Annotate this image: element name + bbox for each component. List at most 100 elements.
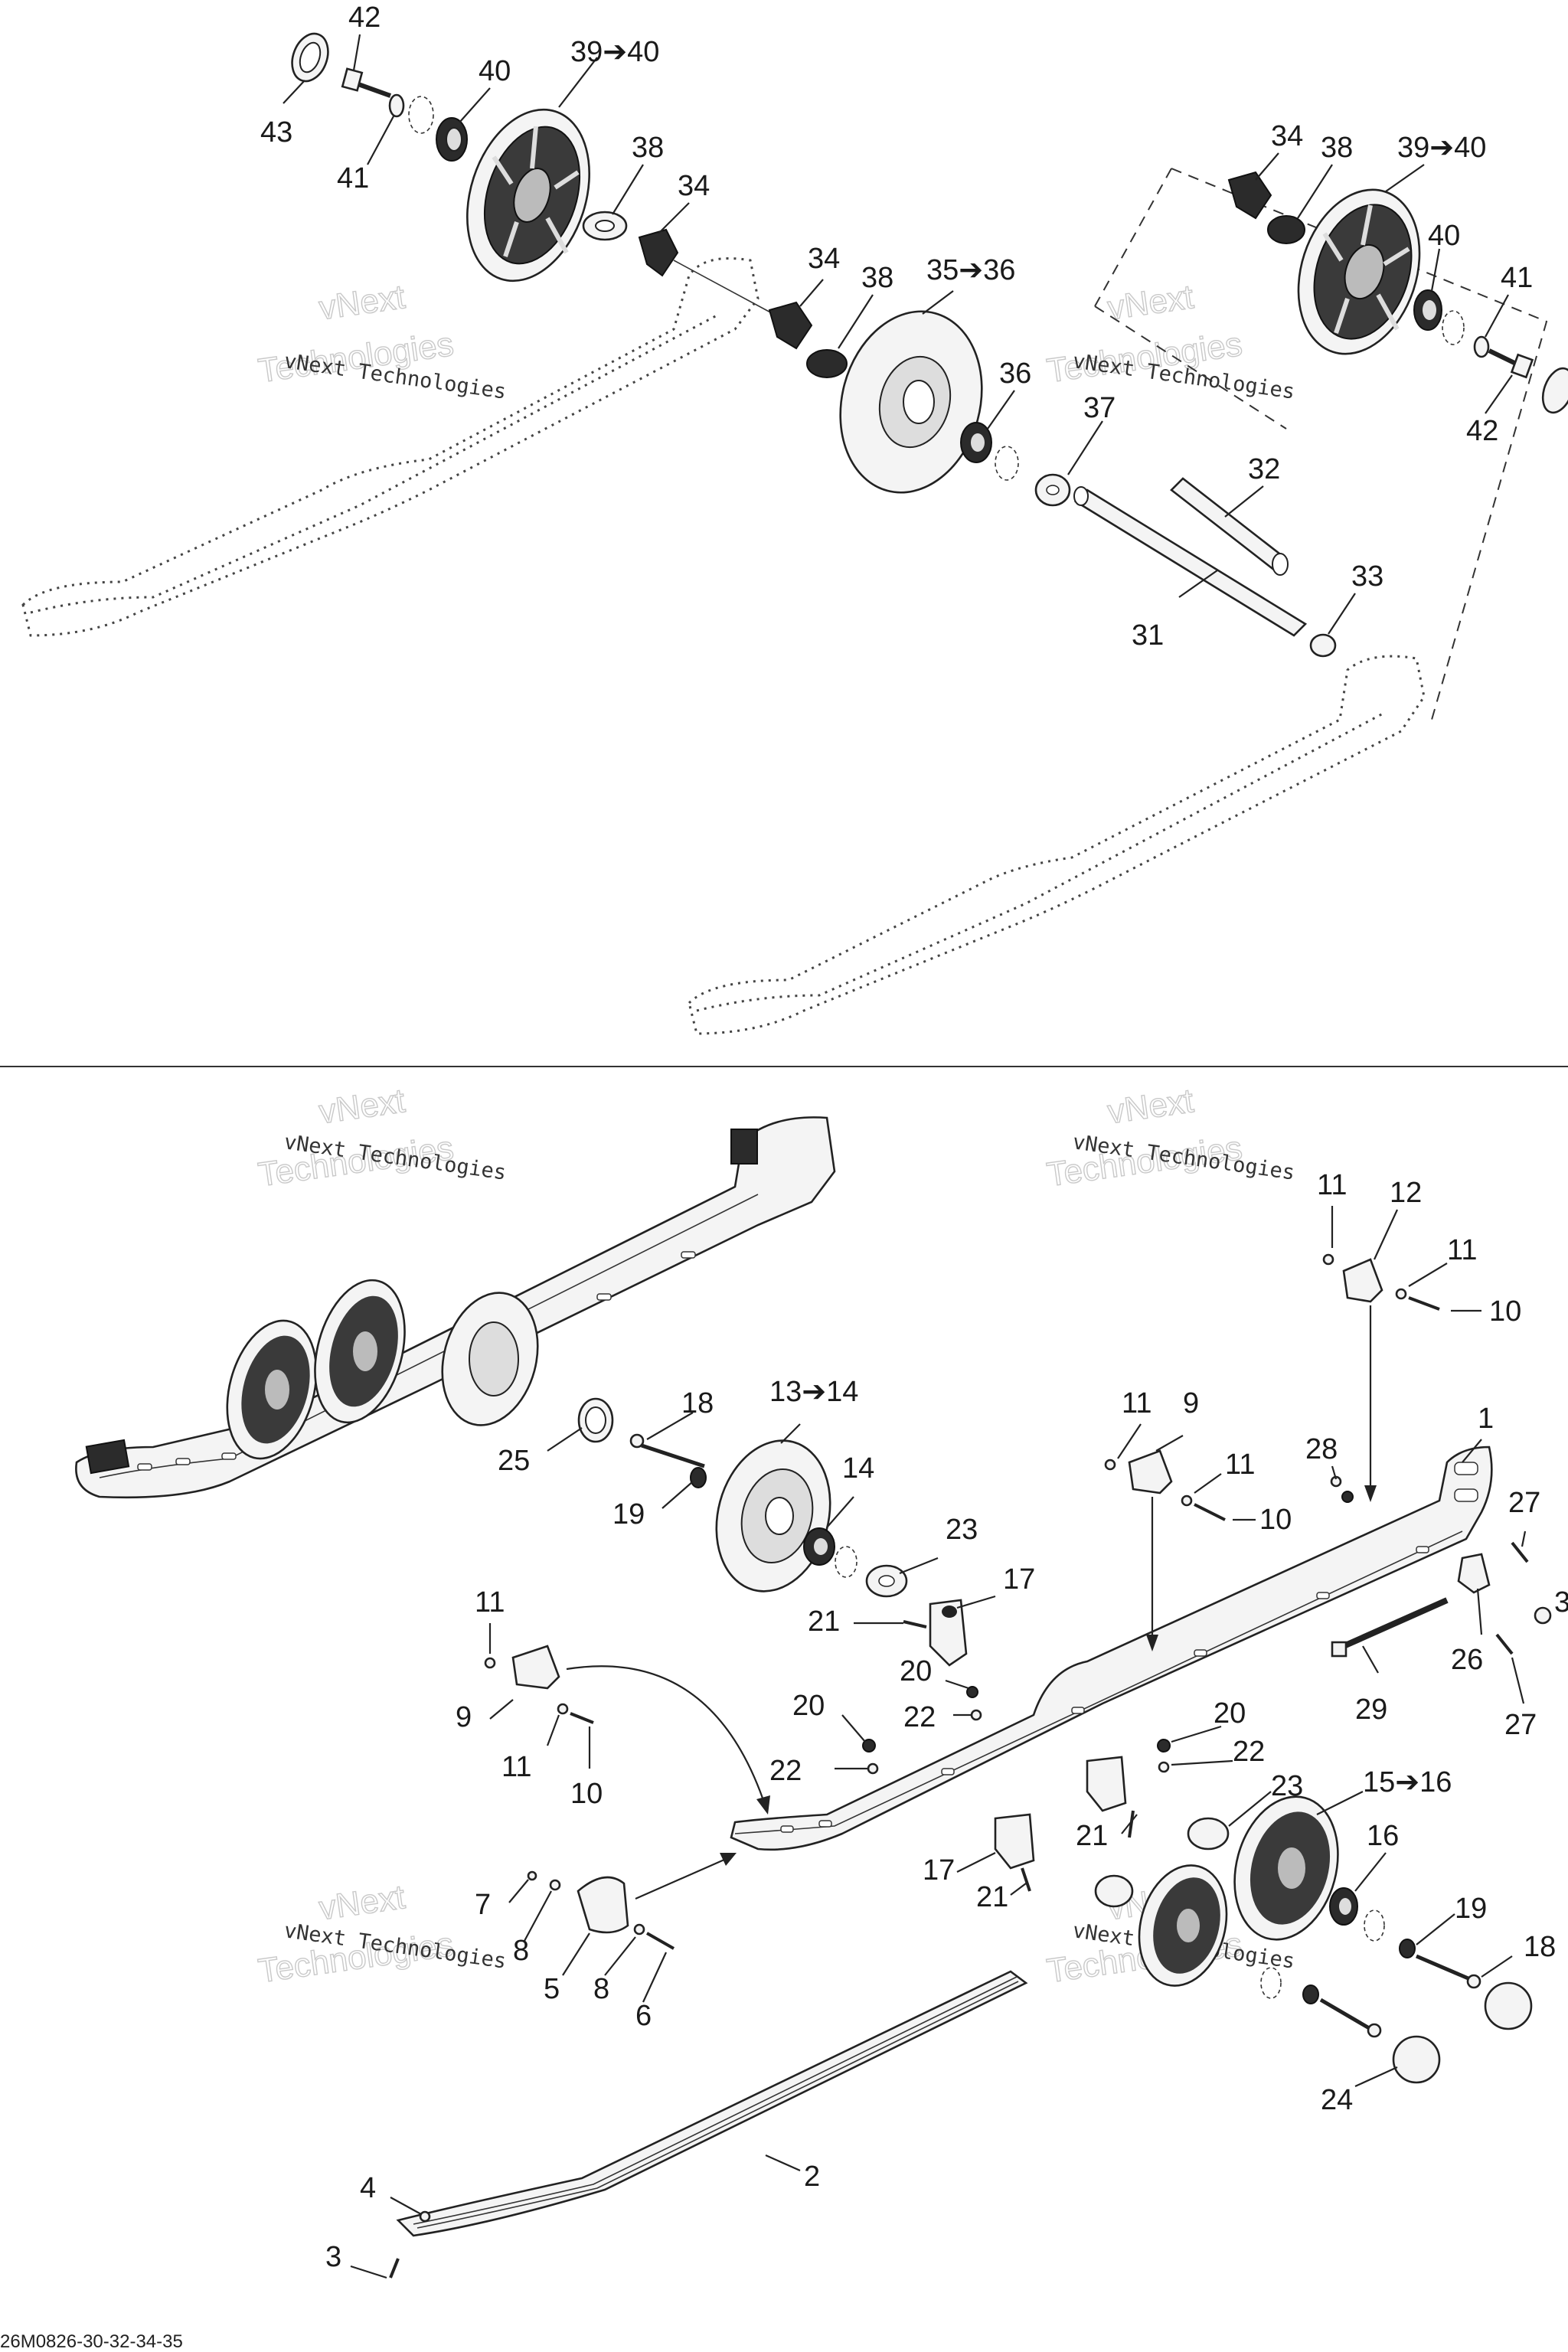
part-42-bolt	[341, 67, 392, 98]
part-11-washer	[557, 1703, 569, 1715]
callout-38: 38	[861, 262, 893, 294]
callout-20: 20	[900, 1655, 932, 1687]
callout-4: 4	[360, 2172, 376, 2204]
callout-24: 24	[1321, 2084, 1353, 2116]
reference-code: 26M0826-30-32-34-35	[0, 2331, 183, 2352]
callout-22: 22	[1233, 1736, 1265, 1768]
callout-21: 21	[808, 1606, 840, 1638]
circlip-6	[1260, 1967, 1282, 1999]
part-17-hole	[942, 1606, 957, 1618]
callout-38: 38	[632, 132, 664, 164]
callout-40: 40	[479, 55, 511, 87]
part-40-bearing-right	[1413, 289, 1442, 331]
callout-11: 11	[501, 1751, 531, 1783]
callout-34: 34	[808, 243, 840, 275]
part-9-stopper	[1128, 1449, 1173, 1494]
rail-bracket	[730, 1129, 758, 1165]
part-10-bolt	[1408, 1296, 1440, 1311]
circlip-3	[1442, 310, 1465, 345]
part-39-wheel-right	[1297, 188, 1421, 355]
callout-25: 25	[498, 1445, 530, 1477]
part-21-screw-3	[1021, 1867, 1031, 1892]
arrow-9-curve	[566, 1665, 767, 1808]
part-33-washer	[1309, 633, 1337, 658]
circlip-5	[1364, 1909, 1385, 1942]
assembled-rail	[75, 1116, 836, 1499]
part-13-wheel	[715, 1439, 831, 1592]
callout-9: 9	[456, 1701, 472, 1733]
part-39-wheel	[466, 108, 590, 283]
arrow-9-head	[1146, 1635, 1158, 1651]
nuts-group	[862, 1686, 1171, 1775]
callout-11: 11	[1317, 1169, 1347, 1201]
callout-15-16: 15➔16	[1363, 1766, 1452, 1798]
part-38-spacer-2	[806, 349, 848, 378]
callout-11: 11	[1225, 1449, 1255, 1481]
top-callouts: 43 42 40 39➔40 41 38 34 34 38 35➔36 36 3…	[260, 2, 1533, 652]
part-11-washer	[484, 1657, 496, 1669]
part-40-bearing	[436, 117, 468, 162]
part-19-washer-3	[1302, 1984, 1319, 2004]
part-19-washer	[690, 1467, 707, 1488]
part-15-wheel	[1233, 1795, 1339, 1941]
callout-35-36: 35➔36	[926, 254, 1015, 286]
callout-29: 29	[1355, 1694, 1387, 1726]
part-24-cap	[1484, 1981, 1533, 2030]
callout-40: 40	[1428, 220, 1460, 252]
callout-37: 37	[1083, 392, 1116, 424]
callout-7: 7	[475, 1889, 491, 1921]
arrow-5-head	[720, 1853, 737, 1866]
part-28-nut	[1341, 1491, 1354, 1503]
part-6-bolt	[646, 1932, 675, 1950]
callout-3: 3	[1554, 1586, 1568, 1619]
part-38-spacer-hole	[595, 220, 615, 232]
callout-11: 11	[1447, 1234, 1477, 1266]
part-41-washer	[388, 93, 405, 118]
callout-32: 32	[1248, 453, 1280, 485]
bottom-section: 11 12 11 10 1 11 9 11 10 28 27 3 26 29 2…	[75, 1116, 1568, 2279]
part-5-stopper	[577, 1876, 629, 1934]
callout-27: 27	[1504, 1709, 1537, 1741]
callout-16: 16	[1367, 1820, 1399, 1852]
part-34-bushing-3	[1227, 171, 1272, 220]
arrow-12-head	[1364, 1485, 1377, 1502]
part-1-rail	[730, 1446, 1493, 1851]
callout-13-14: 13➔14	[769, 1376, 858, 1408]
part-12-stopper	[1342, 1258, 1383, 1303]
part-26-bracket	[1457, 1553, 1491, 1594]
callout-21: 21	[1076, 1820, 1108, 1852]
part-3-nut	[1534, 1606, 1552, 1625]
bottom-callouts: 11 12 11 10 1 11 9 11 10 28 27 3 26 29 2…	[325, 1169, 1568, 2273]
callout-23: 23	[1271, 1770, 1303, 1802]
callout-41: 41	[1501, 262, 1533, 294]
callout-6: 6	[635, 2000, 652, 2032]
part-17-bracket-2	[1086, 1756, 1127, 1812]
callout-42: 42	[1466, 415, 1498, 447]
part-21-screw	[903, 1620, 927, 1628]
callout-23: 23	[946, 1514, 978, 1546]
callout-2: 2	[804, 2161, 820, 2193]
part-31-axle	[1073, 486, 1308, 637]
part-14-bearing	[803, 1527, 835, 1566]
part-18-bolt-3	[1319, 1998, 1382, 2038]
callout-31: 31	[1132, 619, 1164, 652]
callout-22: 22	[903, 1701, 936, 1733]
rail-wheel-2	[314, 1279, 406, 1424]
circlip-2	[995, 446, 1019, 481]
callout-26: 26	[1451, 1644, 1483, 1676]
part-23-washer-3	[1094, 1874, 1134, 1908]
part-2-slide	[396, 1970, 1028, 2237]
part-17-bracket	[929, 1599, 968, 1667]
part-43-seal-inner	[299, 41, 322, 74]
callout-17: 17	[923, 1854, 955, 1886]
part-11-washer	[1104, 1459, 1116, 1471]
callout-9: 9	[1183, 1387, 1199, 1419]
callout-8: 8	[593, 1973, 609, 2005]
callout-36: 36	[999, 358, 1031, 390]
part-24-cap-2	[1392, 2035, 1441, 2084]
part-23-hole	[878, 1575, 895, 1587]
callout-39-40: 39➔40	[1397, 132, 1486, 164]
part-11-washer	[1395, 1288, 1407, 1300]
part-34-bushing-2	[768, 301, 813, 350]
part-25-seal-inner	[585, 1406, 606, 1434]
